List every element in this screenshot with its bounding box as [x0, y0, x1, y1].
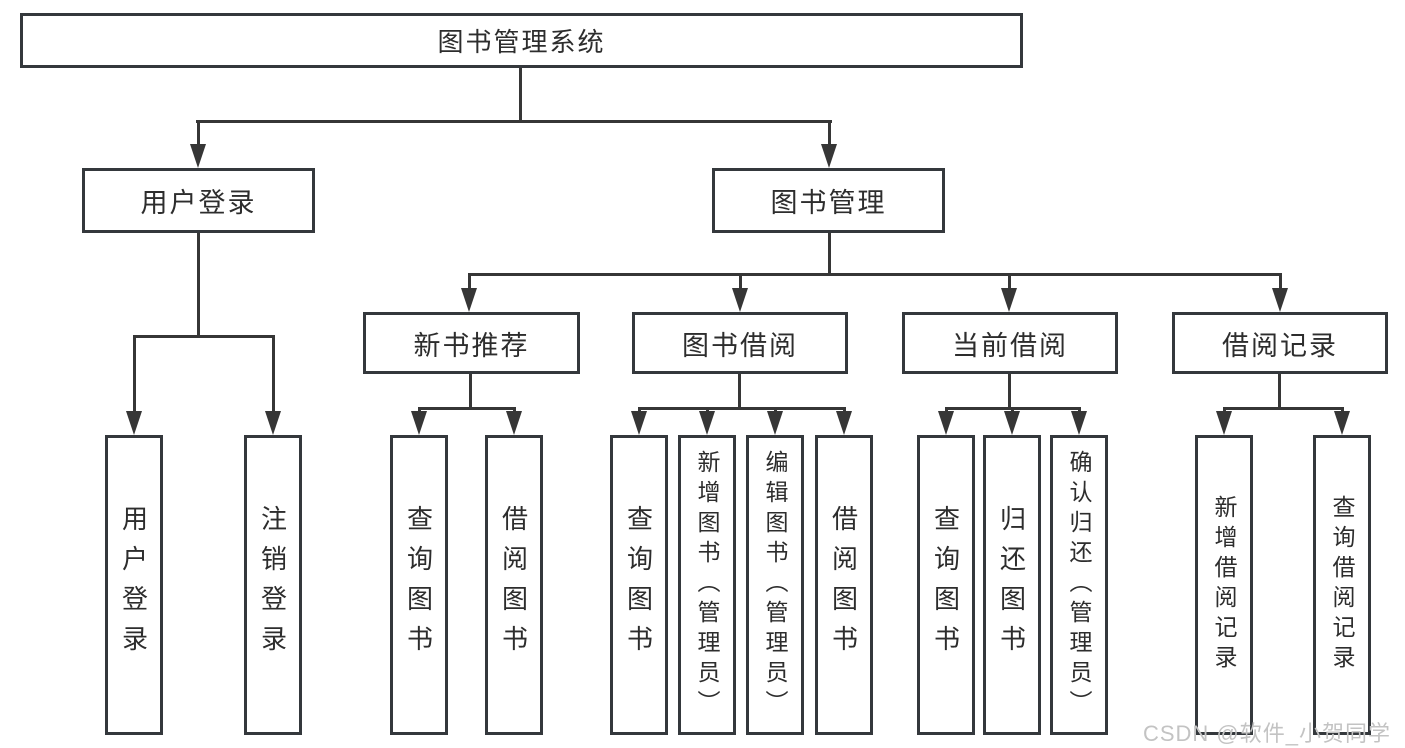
arrow-down-icon [1334, 411, 1350, 435]
arrow-down-icon [836, 411, 852, 435]
connector-line [272, 335, 275, 415]
arrow-down-icon [126, 411, 142, 435]
node-new-book-recommend: 新书推荐 [363, 312, 580, 374]
node-borrow-records: 借阅记录 [1172, 312, 1388, 374]
node-leaf-return-book: 归还图书 [983, 435, 1041, 735]
connector-line [739, 273, 742, 293]
connector-line [738, 374, 741, 410]
connector-line [196, 120, 832, 123]
node-library-system: 图书管理系统 [20, 13, 1023, 68]
connector-line [1278, 374, 1281, 410]
node-leaf-query-books-1: 查询图书 [390, 435, 448, 735]
arrow-down-icon [699, 411, 715, 435]
connector-line [469, 374, 472, 410]
node-book-borrow: 图书借阅 [632, 312, 848, 374]
node-leaf-logout: 注销登录 [244, 435, 302, 735]
arrow-down-icon [631, 411, 647, 435]
arrow-down-icon [411, 411, 427, 435]
arrow-down-icon [1272, 288, 1288, 312]
node-leaf-query-books-3: 查询图书 [917, 435, 975, 735]
arrow-down-icon [506, 411, 522, 435]
node-leaf-user-login: 用户登录 [105, 435, 163, 735]
connector-line [1223, 407, 1343, 410]
connector-line [1008, 374, 1011, 410]
arrow-down-icon [1071, 411, 1087, 435]
arrow-down-icon [767, 411, 783, 435]
connector-line [1279, 273, 1282, 293]
node-leaf-query-borrow-record: 查询借阅记录 [1313, 435, 1371, 735]
connector-line [519, 68, 522, 123]
connector-line [418, 407, 515, 410]
node-leaf-query-books-2: 查询图书 [610, 435, 668, 735]
connector-line [828, 120, 831, 150]
node-leaf-add-book-admin: 新增图书（管理员） [678, 435, 736, 735]
node-leaf-borrow-books-2: 借阅图书 [815, 435, 873, 735]
arrow-down-icon [265, 411, 281, 435]
connector-line [1008, 273, 1011, 293]
connector-line [133, 335, 136, 415]
node-leaf-confirm-return-admin: 确认归还（管理员） [1050, 435, 1108, 735]
connector-line [197, 120, 200, 150]
connector-line [197, 233, 200, 338]
connector-line [468, 273, 1281, 276]
watermark: CSDN @软件_小贺同学 [1142, 721, 1391, 746]
connector-line [828, 233, 831, 276]
node-leaf-edit-book-admin: 编辑图书（管理员） [746, 435, 804, 735]
arrow-down-icon [821, 144, 837, 168]
node-current-borrow: 当前借阅 [902, 312, 1118, 374]
node-leaf-add-borrow-record: 新增借阅记录 [1195, 435, 1253, 735]
arrow-down-icon [1001, 288, 1017, 312]
connector-line [638, 407, 845, 410]
arrow-down-icon [190, 144, 206, 168]
arrow-down-icon [1216, 411, 1232, 435]
connector-line [133, 335, 275, 338]
node-book-management: 图书管理 [712, 168, 945, 233]
arrow-down-icon [461, 288, 477, 312]
arrow-down-icon [732, 288, 748, 312]
arrow-down-icon [1004, 411, 1020, 435]
node-user-login: 用户登录 [82, 168, 315, 233]
connector-line [468, 273, 471, 293]
node-leaf-borrow-books-1: 借阅图书 [485, 435, 543, 735]
arrow-down-icon [938, 411, 954, 435]
